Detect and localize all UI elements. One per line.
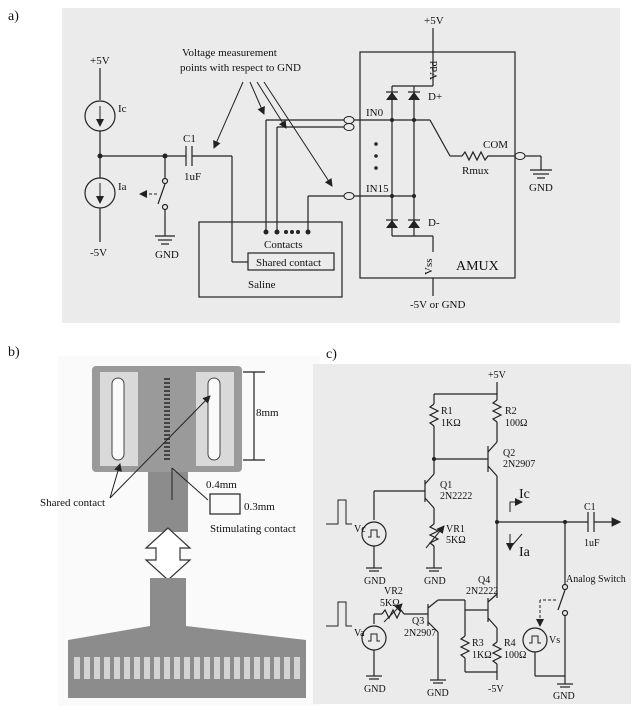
- r4-name: R4: [504, 638, 516, 649]
- in0-label: IN0: [366, 107, 384, 119]
- q3-part: 2N2907: [404, 628, 436, 639]
- annotation-line1: Voltage measurement: [182, 47, 277, 59]
- panel-b: b) 8mm Shared contact 0.4mm 0.3m: [8, 345, 320, 706]
- dminus-label: D-: [428, 217, 440, 229]
- amux-internals: [354, 52, 462, 252]
- stimulating-contact: Stimulating contact: [210, 523, 296, 535]
- shared-contact-box: [247, 252, 335, 271]
- q1-name: Q1: [440, 480, 452, 491]
- vdd-top: +5V: [424, 15, 444, 27]
- supply-pos-left: +5V: [90, 55, 110, 67]
- gnd-va: GND: [364, 684, 386, 695]
- src-ic-label: Ic: [118, 103, 127, 115]
- vr2-name: VR2: [384, 586, 403, 597]
- c1-value-a: 1uF: [184, 171, 201, 183]
- r3-name: R3: [472, 638, 484, 649]
- vs-label: Vs: [549, 635, 560, 646]
- vc-pulse-icon: [326, 499, 352, 525]
- rmux-resistor: [461, 150, 515, 162]
- resistor-r1: [428, 403, 440, 427]
- vr1-value: 5KΩ: [446, 535, 466, 546]
- rmux-label: Rmux: [462, 165, 489, 177]
- analog-switch-label: Analog Switch: [566, 574, 626, 585]
- panel-c-label: c): [326, 347, 337, 362]
- r1-value: 1KΩ: [441, 418, 461, 429]
- supply-neg-left: -5V: [90, 247, 107, 259]
- in15-label: IN15: [366, 183, 389, 195]
- ia-label: Ia: [519, 545, 531, 560]
- saline-box: [198, 221, 343, 298]
- contact-wires: [263, 119, 344, 235]
- r2-value: 100Ω: [505, 418, 527, 429]
- r2-name: R2: [505, 406, 517, 417]
- contacts-label: Contacts: [264, 239, 303, 251]
- va-label: Va: [354, 628, 365, 639]
- panel-b-label: b): [8, 345, 20, 360]
- panel-a-background: [62, 8, 620, 323]
- c1-value-c: 1uF: [584, 538, 600, 549]
- vss-label: Vss: [423, 258, 435, 275]
- q4-part: 2N2222: [466, 586, 498, 597]
- panel-a: a) +5V Ic Ia -5V: [8, 8, 620, 323]
- r3-value: 1KΩ: [472, 650, 492, 661]
- transistor-q2: [432, 441, 498, 522]
- q1-part: 2N2222: [440, 491, 472, 502]
- src-ia-label: Ia: [118, 181, 127, 193]
- q2-part: 2N2907: [503, 459, 535, 470]
- amux-label: AMUX: [456, 259, 499, 274]
- panel-a-label: a): [8, 9, 19, 24]
- dim-04mm: 0.4mm: [206, 479, 237, 491]
- contact-size-box: [209, 493, 241, 515]
- gnd-vr1: GND: [424, 576, 446, 587]
- vc-label: Vc: [354, 524, 366, 535]
- r4-value: 100Ω: [504, 650, 526, 661]
- com-label: COM: [483, 139, 508, 151]
- resistor-r4: [491, 641, 503, 665]
- panel-c: c) +5V R1 1KΩ R2 100Ω Q2 2N2907: [313, 347, 631, 704]
- vee-label: -5V: [488, 684, 504, 695]
- vss-bottom: -5V or GND: [410, 299, 465, 311]
- va-pulse-icon: [326, 601, 352, 627]
- saline-label: Saline: [248, 279, 276, 291]
- annotation-line2: points with respect to GND: [180, 62, 301, 74]
- vr1-name: VR1: [446, 524, 465, 535]
- transistor-q4: [465, 593, 498, 638]
- r1-name: R1: [441, 406, 453, 417]
- q4-name: Q4: [478, 575, 490, 586]
- gnd-vc: GND: [364, 576, 386, 587]
- gnd-vs: GND: [553, 691, 575, 702]
- switch-a: GND: [139, 156, 179, 261]
- vcc-label: +5V: [488, 370, 507, 381]
- c1-name-c: C1: [584, 502, 596, 513]
- c1-name-a: C1: [183, 133, 196, 145]
- vdd-label: Vdd: [428, 61, 440, 80]
- resistor-r3: [459, 635, 471, 659]
- q3-name: Q3: [412, 616, 424, 627]
- ic-label: Ic: [519, 487, 530, 502]
- resistor-r2: [491, 399, 503, 423]
- electrode-neck: [148, 472, 188, 532]
- dim-8mm: 8mm: [256, 407, 279, 419]
- gnd-q3: GND: [427, 688, 449, 699]
- dim-03mm: 0.3mm: [244, 501, 275, 513]
- shared-contact-b: Shared contact: [40, 497, 105, 509]
- transistor-q3: [427, 599, 466, 680]
- amux-box: [359, 51, 516, 279]
- capacitor-c1-a: C1 1uF: [183, 133, 248, 263]
- current-source-branch: +5V Ic Ia -5V: [84, 55, 127, 259]
- gnd-left-label: GND: [155, 249, 179, 261]
- q2-name: Q2: [503, 448, 515, 459]
- transistor-q1: [374, 468, 435, 524]
- gnd-right-label: GND: [529, 182, 553, 194]
- vr2-value: 5KΩ: [380, 598, 400, 609]
- shared-contact-label: Shared contact: [256, 257, 321, 269]
- dplus-label: D+: [428, 91, 442, 103]
